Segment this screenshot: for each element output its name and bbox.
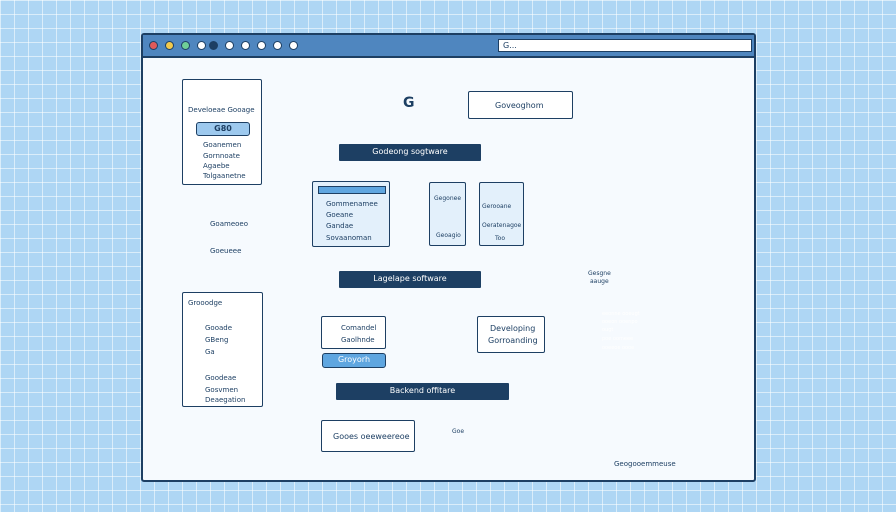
mini-form-2	[479, 182, 524, 246]
center-list-item: Gommenamee	[326, 200, 378, 208]
tab-dot[interactable]	[225, 41, 234, 50]
tab-dot[interactable]	[197, 41, 206, 50]
code-line: ooeon ooenpo	[602, 319, 638, 325]
code-line: ougt	[602, 327, 614, 333]
lower-panel-item: Ga	[205, 348, 215, 356]
software-bar-mid[interactable]: Lagelape software	[339, 271, 481, 288]
tab-dot[interactable]	[289, 41, 298, 50]
close-dot[interactable]	[149, 41, 158, 50]
growth-badge[interactable]: Groyorh	[322, 353, 386, 368]
mini-form-label: Gegonee	[434, 195, 462, 202]
comandel-label: Comandel	[341, 324, 377, 332]
lower-left-panel	[182, 292, 263, 407]
mini-form-1	[429, 182, 466, 246]
center-list-item: Gandae	[326, 222, 354, 230]
comandel-label: Gaolhnde	[341, 336, 375, 344]
bottom-box-label: Gooes oeeweereoe	[333, 432, 410, 441]
mini-form-label: Gerooane	[482, 203, 512, 210]
comandel-box[interactable]	[321, 316, 386, 349]
tab-dot[interactable]	[241, 41, 250, 50]
title-bar: G...	[143, 35, 754, 58]
tab-dot[interactable]	[273, 41, 282, 50]
lower-panel-item: Gooade	[205, 324, 233, 332]
android-caption: Geogooemmeuse	[614, 460, 676, 468]
dev-panel-title: Develoeae Gooage	[188, 106, 255, 114]
code-line: ooeeoe oooe	[602, 345, 635, 351]
gov-box-label: Goveoghom	[495, 101, 544, 110]
mini-form-label: Too	[495, 235, 505, 242]
tab-dot[interactable]	[257, 41, 266, 50]
lower-panel-title: Grooodge	[188, 299, 223, 307]
center-list-header	[318, 186, 386, 194]
lower-panel-item: Deaegation	[205, 396, 246, 404]
developing-label: Gorroanding	[488, 336, 538, 345]
mini-form-label: Oeratenagoe	[482, 222, 522, 229]
dev-item: Tolgaanetne	[203, 172, 246, 180]
g80-badge[interactable]: G80	[196, 122, 250, 136]
software-bar-top[interactable]: Godeong sogtware	[339, 144, 481, 161]
mini-form-label: Geoagio	[436, 232, 461, 239]
lower-panel-item: GBeng	[205, 336, 229, 344]
db-label: Goameoeo	[210, 220, 248, 228]
email-caption: Gesgne	[588, 270, 611, 277]
developing-box[interactable]	[477, 316, 545, 353]
lower-panel-item: Gosvmen	[205, 386, 239, 394]
code-line: eeonne ooeugt	[602, 311, 640, 317]
developing-label: Developing	[490, 324, 536, 333]
lower-panel-item: Goodeae	[205, 374, 237, 382]
center-list-item: Sovaanoman	[326, 234, 372, 242]
center-list-item: Goeane	[326, 211, 354, 219]
bottom-box[interactable]	[321, 420, 415, 452]
cloud-label: Goe	[452, 428, 465, 435]
maximize-dot[interactable]	[181, 41, 190, 50]
address-bar[interactable]: G...	[498, 39, 752, 52]
db-label: Goeueee	[210, 247, 242, 255]
dev-item: Gornnoate	[203, 152, 240, 160]
gear-letter: G	[403, 95, 415, 111]
code-line: poe oomeee	[602, 336, 634, 342]
tab-dot[interactable]	[209, 41, 218, 50]
dev-item: Agaebe	[203, 162, 230, 170]
software-bar-bottom[interactable]: Backend offitare	[336, 383, 509, 400]
dev-item: Goanemen	[203, 141, 242, 149]
gov-box[interactable]	[468, 91, 573, 119]
minimize-dot[interactable]	[165, 41, 174, 50]
email-caption: aauge	[590, 278, 609, 285]
